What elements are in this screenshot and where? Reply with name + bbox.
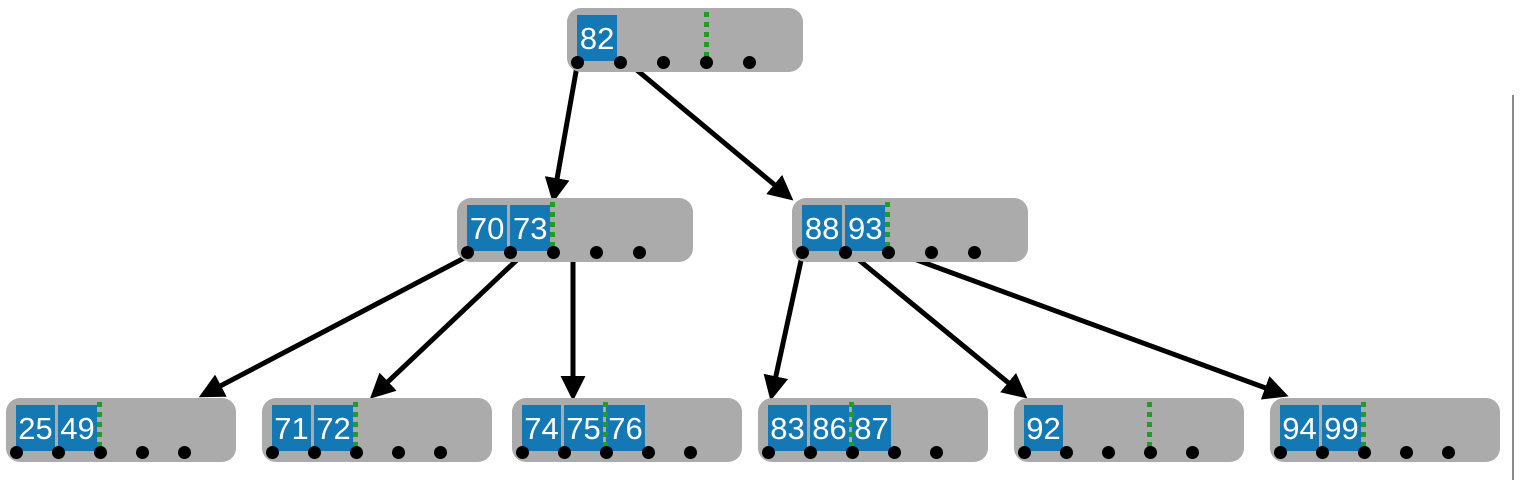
btree-child-pointer-dot[interactable] (503, 246, 517, 259)
btree-child-pointer-dot[interactable] (887, 446, 901, 459)
btree-child-pointer-dot[interactable] (265, 446, 279, 459)
btree-key-cell[interactable]: 82 (577, 15, 618, 61)
btree-child-pointer-dot[interactable] (307, 446, 321, 459)
btree-child-pointer-dot[interactable] (1143, 446, 1157, 459)
btree-child-pointer-dot[interactable] (1059, 446, 1073, 459)
btree-child-pointer-dot[interactable] (838, 246, 852, 259)
btree-child-pointer-dot[interactable] (743, 56, 757, 69)
btree-child-pointer-dot[interactable] (1017, 446, 1031, 459)
btree-child-pointer-dot[interactable] (641, 446, 655, 459)
btree-edge-internal-right-to-leaf-4 (763, 255, 805, 401)
btree-key-cell[interactable]: 75 (564, 405, 603, 451)
btree-child-pointer-dot[interactable] (1273, 446, 1287, 459)
btree-key-cell[interactable]: 71 (272, 405, 311, 451)
btree-separator-line (353, 402, 358, 454)
btree-child-pointer-dot[interactable] (570, 56, 584, 69)
btree-edge-internal-left-to-leaf-1 (198, 253, 470, 398)
btree-key-cell[interactable]: 88 (802, 205, 843, 251)
btree-key-cell[interactable]: 73 (510, 205, 551, 251)
btree-child-pointer-dot[interactable] (460, 246, 474, 259)
btree-key-cell[interactable]: 49 (58, 405, 97, 451)
btree-child-pointer-dot[interactable] (881, 246, 895, 259)
btree-child-pointer-dot[interactable] (51, 446, 65, 459)
btree-child-pointer-dot[interactable] (700, 56, 714, 69)
btree-separator-line (703, 12, 709, 64)
btree-child-pointer-dot[interactable] (1357, 446, 1371, 459)
btree-key-cell[interactable]: 72 (314, 405, 353, 451)
btree-key-cell[interactable]: 74 (522, 405, 561, 451)
btree-child-pointer-dot[interactable] (1185, 446, 1199, 459)
btree-edge-internal-left-to-leaf-2 (369, 254, 523, 399)
btree-separator-line (1147, 402, 1152, 454)
btree-child-pointer-dot[interactable] (761, 446, 775, 459)
btree-edge-internal-right-to-leaf-6 (905, 253, 1289, 400)
btree-separator-line (550, 202, 556, 254)
btree-key-cell[interactable]: 86 (810, 405, 849, 451)
btree-edge-root-to-internal-left (544, 65, 580, 203)
btree-edge-internal-right-to-leaf-5 (852, 254, 1028, 399)
btree-child-pointer-dot[interactable] (803, 446, 817, 459)
btree-child-pointer-dot[interactable] (795, 246, 809, 259)
btree-node-root[interactable]: 82 (567, 8, 803, 72)
btree-separator-line (97, 402, 102, 454)
btree-child-pointer-dot[interactable] (656, 56, 670, 69)
btree-key-cell[interactable]: 76 (606, 405, 645, 451)
btree-child-pointer-dot[interactable] (135, 446, 149, 459)
btree-edge-root-to-internal-right (630, 64, 794, 201)
btree-separator-line (849, 402, 854, 454)
btree-child-pointer-dot[interactable] (546, 246, 560, 259)
child-pointer-edges (198, 64, 1289, 402)
btree-child-pointer-dot[interactable] (1101, 446, 1115, 459)
btree-child-pointer-dot[interactable] (93, 446, 107, 459)
btree-child-pointer-dot[interactable] (349, 446, 363, 459)
btree-child-pointer-dot[interactable] (1315, 446, 1329, 459)
btree-child-pointer-dot[interactable] (515, 446, 529, 459)
btree-child-pointer-dot[interactable] (633, 246, 647, 259)
btree-key-cell[interactable]: 25 (16, 405, 55, 451)
btree-child-pointer-dot[interactable] (845, 446, 859, 459)
btree-child-pointer-dot[interactable] (929, 446, 943, 459)
btree-key-cell[interactable]: 70 (467, 205, 508, 251)
right-margin-rule (1512, 95, 1514, 480)
btree-child-pointer-dot[interactable] (613, 56, 627, 69)
btree-key-cell[interactable]: 99 (1322, 405, 1361, 451)
btree-child-pointer-dot[interactable] (9, 446, 23, 459)
btree-child-pointer-dot[interactable] (1441, 446, 1455, 459)
btree-separator-line (885, 202, 891, 254)
btree-key-cell[interactable]: 83 (768, 405, 807, 451)
btree-child-pointer-dot[interactable] (1399, 446, 1413, 459)
btree-separator-line (603, 402, 608, 454)
btree-key-cell[interactable]: 94 (1280, 405, 1319, 451)
btree-key-cell[interactable]: 87 (852, 405, 891, 451)
btree-key-cell[interactable]: 92 (1024, 405, 1063, 451)
btree-child-pointer-dot[interactable] (391, 446, 405, 459)
btree-child-pointer-dot[interactable] (683, 446, 697, 459)
btree-child-pointer-dot[interactable] (557, 446, 571, 459)
btree-separator-line (1361, 402, 1366, 454)
btree-key-cell[interactable]: 93 (845, 205, 886, 251)
btree-child-pointer-dot[interactable] (968, 246, 982, 259)
btree-child-pointer-dot[interactable] (433, 446, 447, 459)
btree-child-pointer-dot[interactable] (925, 246, 939, 259)
btree-child-pointer-dot[interactable] (177, 446, 191, 459)
btree-child-pointer-dot[interactable] (590, 246, 604, 259)
btree-child-pointer-dot[interactable] (599, 446, 613, 459)
btree-node-leaf-5[interactable]: 92 (1014, 398, 1244, 462)
